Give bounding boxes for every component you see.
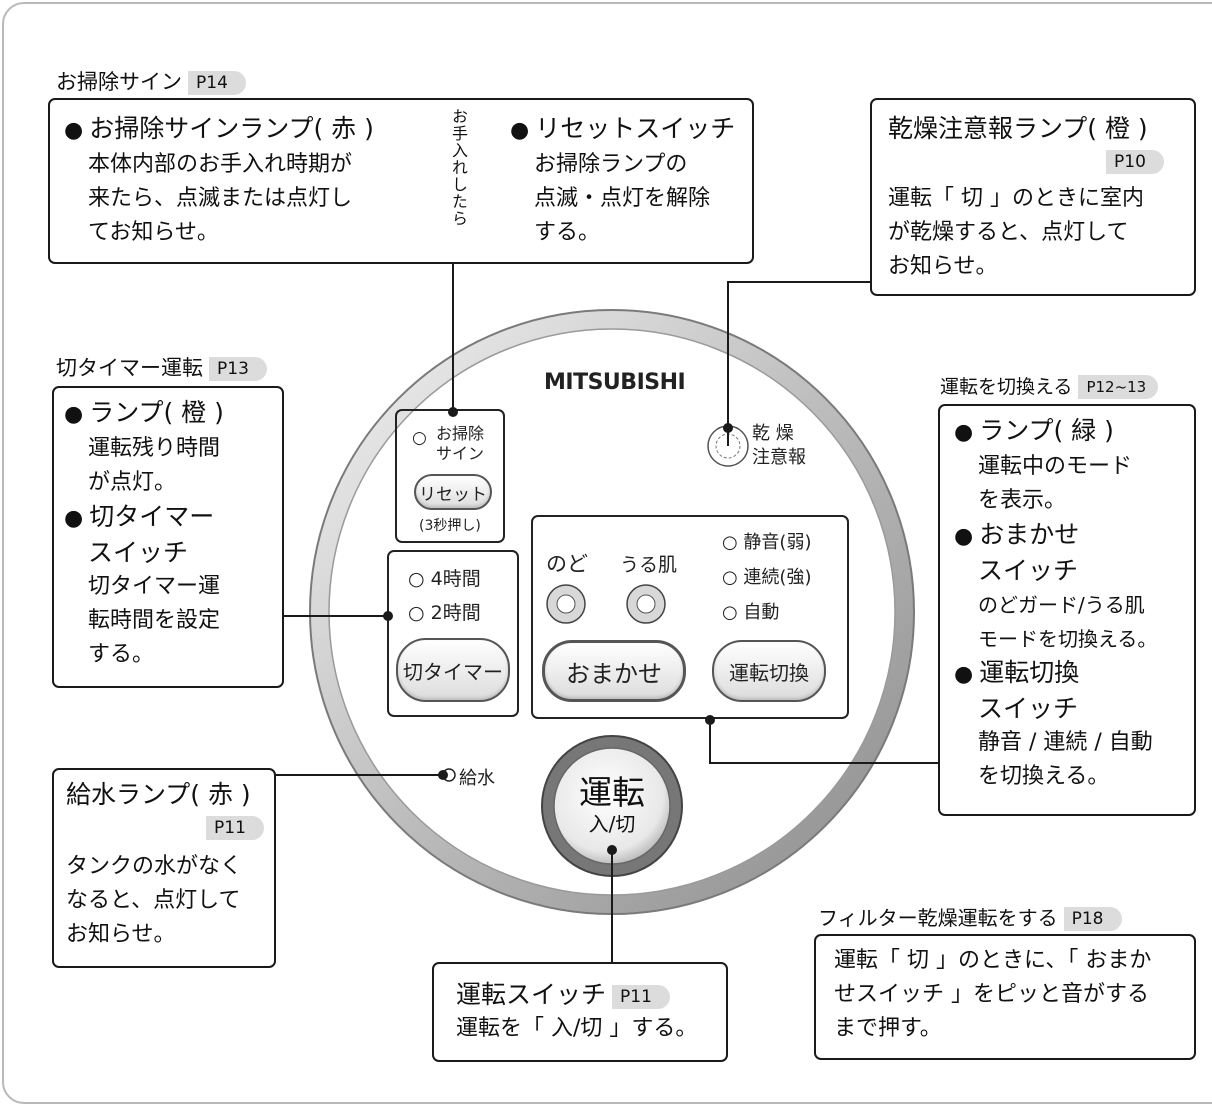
water-callout: 給水ランプ( 赤 ) P11 タンクの水がなく なると、点灯して お知らせ。 [52,768,276,968]
dry-alert-label: 乾 燥注意報 [752,423,806,468]
page-ref: P10 [1106,150,1164,174]
reset-button[interactable]: リセット [414,474,492,510]
dry-alert-line-3: お知らせ。 [888,254,998,279]
omakase-title: おまかせ [954,518,1157,554]
switch-title: 運転切換 [954,656,1157,692]
filter-dry-line-3: まで押す。 [834,1016,942,1041]
off-timer-button[interactable]: 切タイマー [396,638,510,702]
off-timer-callout: ランプ( 橙 ) 運転残り時間 が点灯。 切タイマー スイッチ 切タイマー運 転… [52,386,284,688]
dry-alert-line-2: が乾燥すると、点灯して [888,220,1129,245]
clean-lamp-line-3: てお知らせ。 [88,220,219,245]
mode-box [531,515,849,719]
switch-title-2: スイッチ [978,694,1079,723]
water-label: 給水 [459,768,495,789]
water-line-1: タンクの水がなく [66,854,243,879]
timer-switch-line-2: 転時間を設定 [88,608,221,633]
timer-switch-line-3: する。 [88,642,155,667]
page-ref: P12~13 [1078,375,1159,399]
mode-lamp-title: ランプ( 緑 ) [954,414,1157,450]
timer-box [387,550,519,717]
reset-line-1: お掃除ランプの [534,152,688,177]
page-ref: P18 [1063,907,1122,931]
omakase-line-1: のどガード/うる肌 [978,593,1145,617]
water-title: 給水ランプ( 赤 ) [66,780,251,809]
mode-lamp-line-1: 運転中のモード [978,454,1133,479]
timer-2h-lamp: ○ 2時間 [408,602,481,624]
clean-lamp-title: お掃除サインランプ( 赤 ) [64,112,374,148]
page-ref: P11 [612,985,670,1009]
clean-lamp-line-1: 本体内部のお手入れ時期が [88,152,353,177]
clean-lamp-line-2: 来たら、点滅または点灯し [88,186,353,211]
switch-line-2: を切換える。 [978,764,1110,789]
timer-4h-lamp: ○ 4時間 [408,568,481,590]
timer-switch-line-1: 切タイマー運 [88,574,221,599]
power-button-sublabel: 入/切 [588,812,636,836]
after-cleaning-note: お手入れしたら [449,108,468,227]
omakase-button[interactable]: おまかせ [542,640,686,702]
mode-auto-lamp: ○ 自動 [722,602,780,623]
dry-alert-line-1: 運転「 切 」のときに室内 [888,186,1144,211]
reset-line-3: する。 [534,220,601,245]
mode-quiet-lamp: ○ 静音(弱) [722,532,812,553]
clean-sign-callout: お掃除サインランプ( 赤 ) 本体内部のお手入れ時期が 来たら、点滅または点灯し… [48,98,754,264]
omakase-title-2: スイッチ [978,556,1079,585]
mode-switch-button[interactable]: 運転切換 [712,640,826,702]
timer-switch-title: 切タイマー [64,500,224,536]
mode-lamp-line-2: を表示。 [978,488,1067,513]
switch-line-1: 静音 / 連続 / 自動 [978,730,1153,755]
water-line-2: なると、点灯して [66,888,241,913]
brand-logo: MITSUBISHI [544,370,686,395]
water-line-3: お知らせ。 [66,922,176,947]
reset-note: (3秒押し) [419,518,481,534]
power-button-label: 運転 [579,773,645,812]
power-line: 運転を「 入/切 」する。 [456,1016,698,1041]
nodo-label: のど [546,552,588,576]
mode-continuous-lamp: ○ 連続(強) [722,567,812,588]
filter-dry-callout: 運転「 切 」のときに、「 おまか せスイッチ 」をピッと音がする まで押す。 [814,934,1196,1060]
omakase-line-2: モードを切換える。 [978,627,1158,651]
page-ref: P14 [188,71,246,95]
dry-alert-title: 乾燥注意報ランプ( 橙 ) [888,114,1148,143]
clean-sign-lamp: ○ [412,428,427,448]
reset-switch-title: リセットスイッチ [510,112,735,148]
uruhada-label: うる肌 [620,554,678,576]
page-ref: P11 [206,816,264,840]
mode-switch-callout: ランプ( 緑 ) 運転中のモード を表示。 おまかせ スイッチ のどガード/うる… [938,404,1196,816]
page-ref: P13 [209,357,267,381]
timer-lamp-line-1: 運転残り時間 [88,436,221,461]
dry-alert-callout: 乾燥注意報ランプ( 橙 ) P10 運転「 切 」のときに室内 が乾燥すると、点… [870,98,1196,296]
clean-sign-label: お掃除サイン [436,424,485,463]
timer-lamp-title: ランプ( 橙 ) [64,396,224,432]
timer-lamp-line-2: が点灯。 [88,470,177,495]
timer-switch-title-2: スイッチ [88,538,189,567]
filter-dry-line-1: 運転「 切 」のときに、「 おまか [834,948,1152,973]
filter-dry-line-2: せスイッチ 」をピッと音がする [834,982,1149,1007]
reset-line-2: 点滅・点灯を解除 [534,186,711,211]
